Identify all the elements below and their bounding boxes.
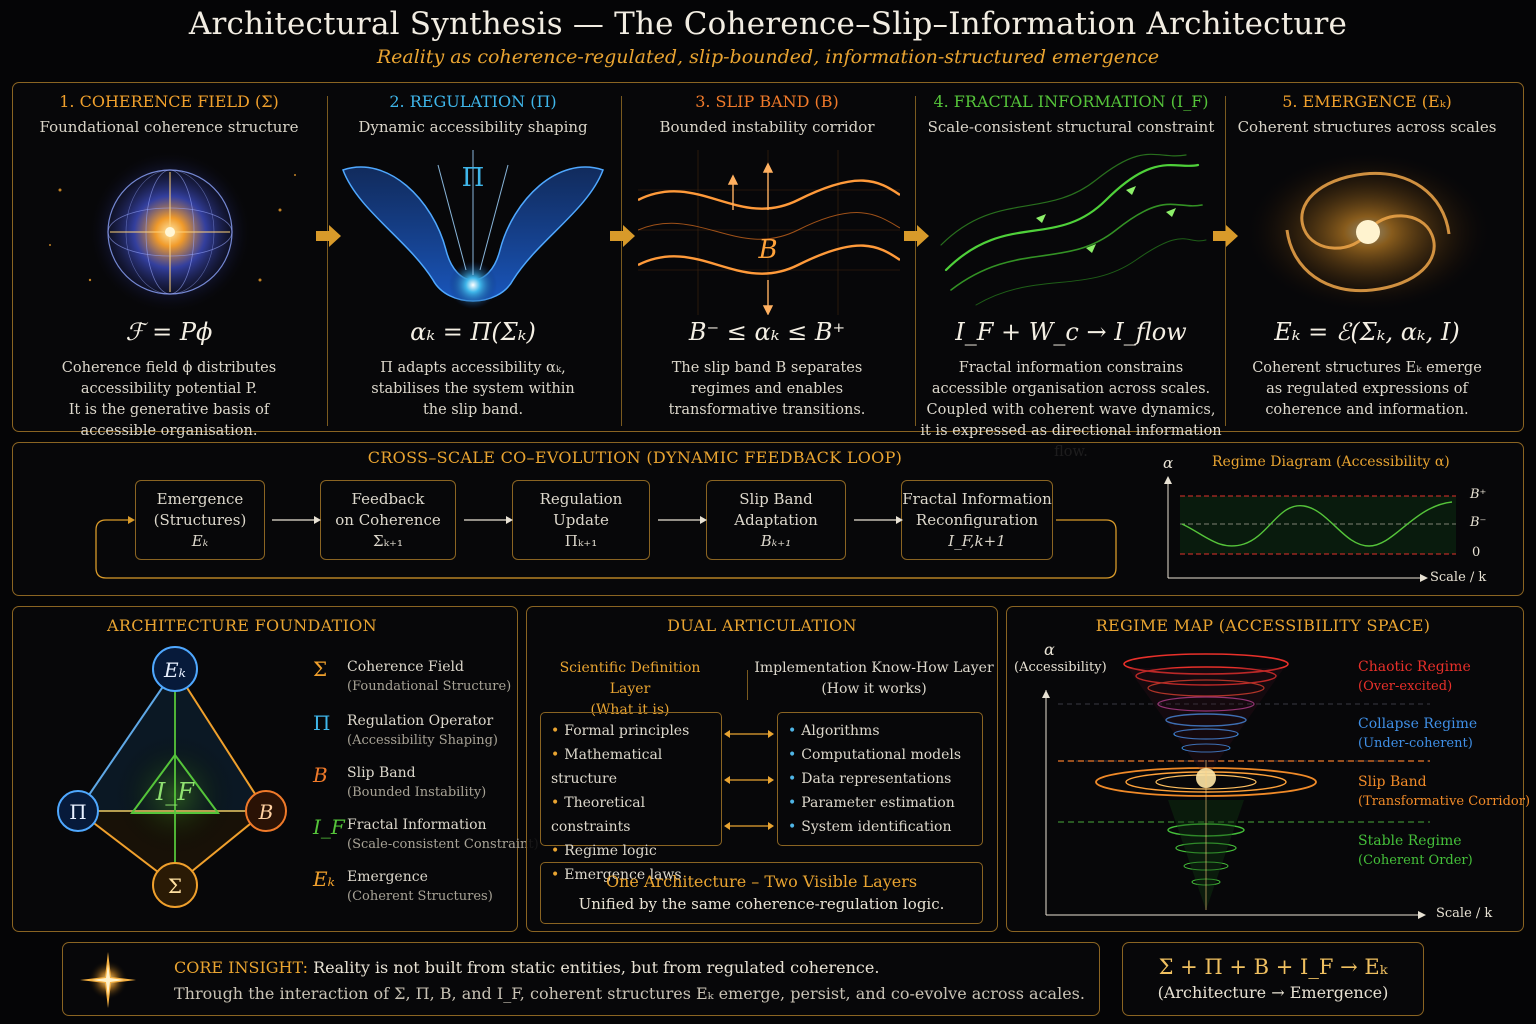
col2-description: Π adapts accessibility αₖ,stabilises the… [371,360,575,418]
node-coherence: Σ [168,874,182,898]
column-divider [1225,96,1226,426]
legend-sym-pi: Π [313,711,331,735]
col1-title: 1. COHERENCE FIELD (Σ) [59,92,279,111]
col1-equation: ℱ = Pϕ [125,318,213,346]
dual-divider [747,670,748,700]
feedback-title: CROSS–SCALE CO–EVOLUTION (DYNAMIC FEEDBA… [367,448,903,467]
arrow-right-icon [1213,225,1238,247]
column-divider [915,96,916,426]
arrow-right-icon [316,225,341,247]
formula-panel: Σ + Π + B + I_F → Eₖ (Architecture → Eme… [1122,942,1424,1016]
regime-diagram-title: Regime Diagram (Accessibility α) [1212,454,1450,470]
regime-tick-zero: 0 [1472,545,1481,560]
col5-equation: Eₖ = ℰ(Σₖ, αₖ, I) [1274,318,1460,346]
arrow-right-icon [904,225,929,247]
col4-subtitle: Scale-consistent structural constraint [927,118,1215,136]
node-slip-band: B [258,800,274,824]
regime-map-yaxis-sub: (Accessibility) [1014,660,1107,675]
col3-title: 3. SLIP BAND (B) [695,92,839,111]
pi-symbol: Π [462,163,485,193]
page-subtitle: Reality as coherence-regulated, slip-bou… [376,46,1160,68]
foundation-panel [12,606,518,932]
page-title: Architectural Synthesis — The Coherence–… [188,6,1348,42]
starburst-icon [80,952,136,1008]
tetrahedron-diagram: Eₖ Π B Σ I_F [57,646,287,908]
insight-panel [62,942,1100,1016]
implementation-list: AlgorithmsComputational modelsData repre… [777,712,983,846]
legend-sym-ek: Eₖ [313,867,335,891]
col2-title: 2. REGULATION (Π) [389,92,557,111]
slip-band-visual: B [638,150,900,315]
node-fractal: I_F [155,778,195,806]
col3-subtitle: Bounded instability corridor [659,118,875,136]
node-regulation: Π [69,800,86,824]
regime-map-plot [1042,653,1430,919]
legend-sym-if: I_F [313,815,345,839]
galaxy-visual [1248,154,1488,310]
legend-regulation: Regulation Operator(Accessibility Shapin… [347,713,498,748]
b-symbol: B [757,235,777,265]
col5-title: 5. EMERGENCE (Eₖ) [1282,92,1452,111]
legend-sym-sigma: Σ [313,657,328,681]
regime-tick-bminus: B⁻ [1470,515,1487,530]
fractal-flow-visual [940,153,1207,306]
column-divider [621,96,622,426]
regime-tick-bplus: B⁺ [1470,487,1487,502]
regime-slip-band: Slip Band(Transformative Corridor) [1358,774,1531,809]
dual-right-head: Implementation Know-How Layer(How it wor… [754,660,994,697]
arrow-right-icon [610,225,635,247]
column-divider [327,96,328,426]
regime-map-panel [1006,606,1524,932]
regime-chaotic: Chaotic Regime(Over-excited) [1358,659,1471,694]
feedback-loop-arrows [95,516,1117,579]
bidirectional-arrows [724,730,774,830]
regime-collapse: Collapse Regime(Under-coherent) [1358,716,1478,751]
scientific-list: Formal principlesMathematical structureT… [540,712,722,883]
legend-slip-band: Slip Band(Bounded Instability) [347,765,487,800]
insight-label: CORE INSIGHT: [174,958,308,977]
col4-equation: I_F + W_c → I_flow [955,318,1187,346]
regime-map-title: REGIME MAP (ACCESSIBILITY SPACE) [1095,616,1431,635]
formula-expression: Σ + Π + B + I_F → Eₖ [1158,955,1388,979]
col2-equation: αₖ = Π(Σₖ) [410,318,536,346]
coherence-field-visual [49,152,296,312]
regime-map-yaxis: α [1044,640,1055,659]
dual-title: DUAL ARTICULATION [667,616,857,635]
flow-box-emergence: Emergence(Structures)Eₖ [135,480,265,560]
regulation-funnel-visual: Π [342,150,604,309]
dual-footer: One Architecture – Two Visible Layers Un… [540,862,983,924]
legend-coherence: Coherence Field(Foundational Structure) [347,659,512,694]
foundation-title: ARCHITECTURE FOUNDATION [107,616,377,635]
col3-equation: B⁻ ≤ αₖ ≤ B⁺ [688,318,846,346]
dual-left-head: Scientific Definition Layer(What it is) [559,660,701,718]
regime-diagram-plot [1164,476,1456,582]
regime-diagram-yaxis: α [1163,454,1174,472]
regime-map-xaxis: Scale / k [1436,906,1493,921]
legend-sym-b: B [313,763,328,787]
regime-stable: Stable Regime(Coherent Order) [1358,833,1473,868]
insight-line-1: CORE INSIGHT: Reality is not built from … [174,958,880,977]
insight-line-2: Through the interaction of Σ, Π, B, and … [174,984,1085,1003]
legend-emergence: Emergence(Coherent Structures) [347,869,493,904]
regime-diagram-xaxis: Scale / k [1430,570,1487,585]
legend-fractal: Fractal Information(Scale-consistent Con… [347,817,539,852]
node-emergence: Eₖ [163,658,186,682]
col4-title: 4. FRACTAL INFORMATION (I_F) [933,92,1209,111]
formula-caption: (Architecture → Emergence) [1157,983,1389,1002]
col1-subtitle: Foundational coherence structure [39,118,299,136]
col2-subtitle: Dynamic accessibility shaping [358,118,588,136]
col5-subtitle: Coherent structures across scales [1237,118,1497,136]
